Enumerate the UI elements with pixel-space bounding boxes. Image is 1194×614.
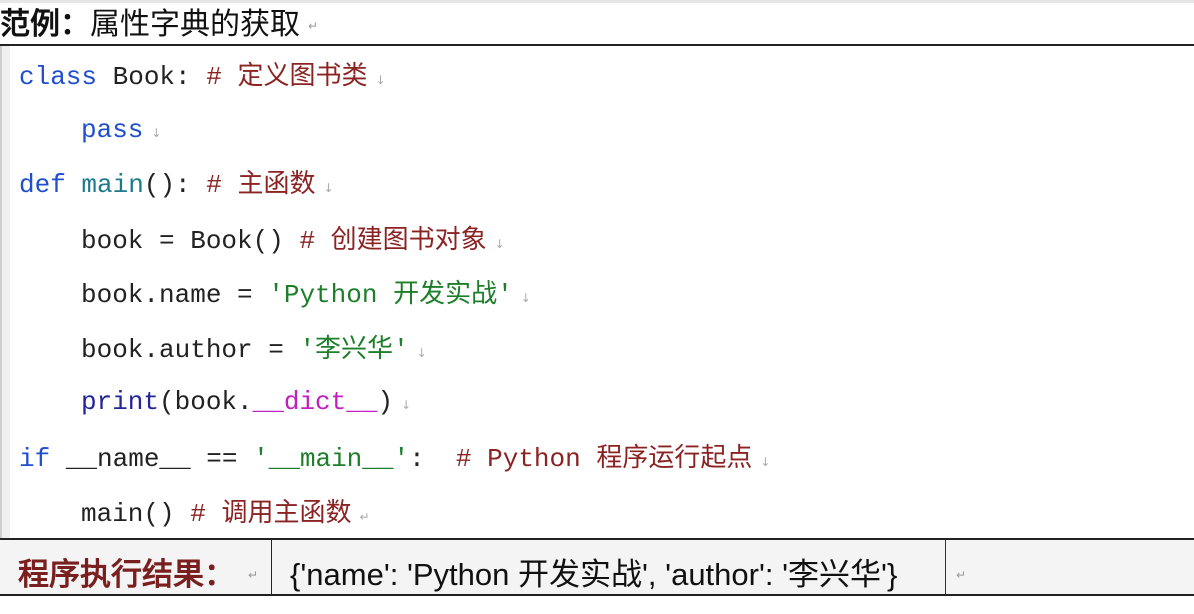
result-value-cell: {'name': 'Python 开发实战', 'author': '李兴华'} <box>272 540 946 594</box>
line-break-mark-icon: ↵ <box>359 510 370 524</box>
code-token: print <box>81 387 160 417</box>
code-token: 开发实战 <box>393 279 498 309</box>
result-label: 程序执行结果： <box>18 557 235 593</box>
code-token: # Python <box>455 444 597 474</box>
code-token: __name__ == <box>50 444 254 474</box>
code-token: '__main__' <box>253 444 410 474</box>
code-token: ' <box>393 335 409 365</box>
code-line: book.name = 'Python 开发实战' ↓ <box>19 278 531 314</box>
paragraph-mark-icon: ↵ <box>248 568 259 582</box>
code-line: def main(): # 主函数 ↓ <box>19 168 334 204</box>
result-label-cell: 程序执行结果： ↵ <box>0 540 272 594</box>
code-token: main <box>81 170 144 200</box>
code-line: book.author = '李兴华' ↓ <box>19 333 427 369</box>
code-gutter <box>0 46 10 538</box>
code-token: 'Python <box>268 280 394 310</box>
result-text-part: {'name': 'Python <box>290 557 519 592</box>
code-line: class Book: # 定义图书类 ↓ <box>19 60 386 96</box>
page-title: 范例：属性字典的获取 ↵ <box>0 7 318 44</box>
code-token: : <box>409 444 456 474</box>
line-break-mark-icon: ↓ <box>416 346 427 360</box>
code-line: print(book.__dict__) ↓ <box>19 386 411 421</box>
line-break-mark-icon: ↓ <box>494 237 505 251</box>
result-text-part: '} <box>881 557 898 592</box>
code-line: main() # 调用主函数 ↵ <box>19 497 370 533</box>
code-token: ' <box>299 335 316 365</box>
result-row: 程序执行结果： ↵ {'name': 'Python 开发实战', 'autho… <box>0 538 1194 596</box>
result-output: {'name': 'Python 开发实战', 'author': '李兴华'} <box>290 549 897 594</box>
line-break-mark-icon: ↓ <box>760 455 771 469</box>
code-token: # <box>190 499 222 529</box>
code-token: book = Book() <box>81 226 300 256</box>
code-token: pass <box>81 115 144 145</box>
line-break-mark-icon: ↓ <box>375 73 386 87</box>
heading-bar: 范例：属性字典的获取 ↵ <box>0 0 1194 44</box>
code-token: book.author = <box>81 335 300 365</box>
divider <box>0 44 1194 46</box>
paragraph-mark-icon: ↵ <box>956 568 967 582</box>
code-token: # <box>299 226 331 256</box>
line-break-mark-icon: ↓ <box>151 126 162 140</box>
code-token: if <box>19 444 51 474</box>
code-token: Book: <box>97 62 207 92</box>
code-token: __dict__ <box>252 387 378 417</box>
code-line: if __name__ == '__main__': # Python 程序运行… <box>19 442 770 478</box>
code-token: # <box>206 170 238 200</box>
line-break-mark-icon: ↓ <box>401 398 412 412</box>
code-token: 创建图书对象 <box>330 225 487 255</box>
code-block: class Book: # 定义图书类↓pass↓def main(): # 主… <box>0 46 1194 538</box>
code-token: 程序运行起点 <box>596 443 753 473</box>
code-token: (book. <box>159 387 253 417</box>
code-token: # <box>206 62 238 92</box>
result-text-part: 李兴华 <box>788 557 882 593</box>
code-token: main() <box>81 499 191 529</box>
code-token: class <box>19 62 98 92</box>
paragraph-mark-icon: ↵ <box>308 18 319 33</box>
code-token: 定义图书类 <box>237 61 368 91</box>
line-break-mark-icon: ↓ <box>323 181 334 195</box>
code-line: pass ↓ <box>19 114 161 149</box>
code-token: book.name = <box>81 280 269 310</box>
code-token: (): <box>143 170 207 200</box>
result-text-part: 开发实战 <box>518 557 643 593</box>
code-token: 主函数 <box>237 169 316 199</box>
code-token: def <box>19 170 66 200</box>
title-text: 属性字典的获取 <box>90 7 300 42</box>
code-token <box>66 170 82 200</box>
code-line: book = Book() # 创建图书对象 ↓ <box>19 224 505 260</box>
code-token: ) <box>377 387 394 417</box>
code-token: 调用主函数 <box>221 498 352 528</box>
code-token: ' <box>497 280 513 310</box>
result-text-part: ', 'author': ' <box>642 557 789 592</box>
code-token: 李兴华 <box>315 334 394 364</box>
line-break-mark-icon: ↓ <box>520 291 531 305</box>
title-prefix: 范例： <box>0 7 90 42</box>
